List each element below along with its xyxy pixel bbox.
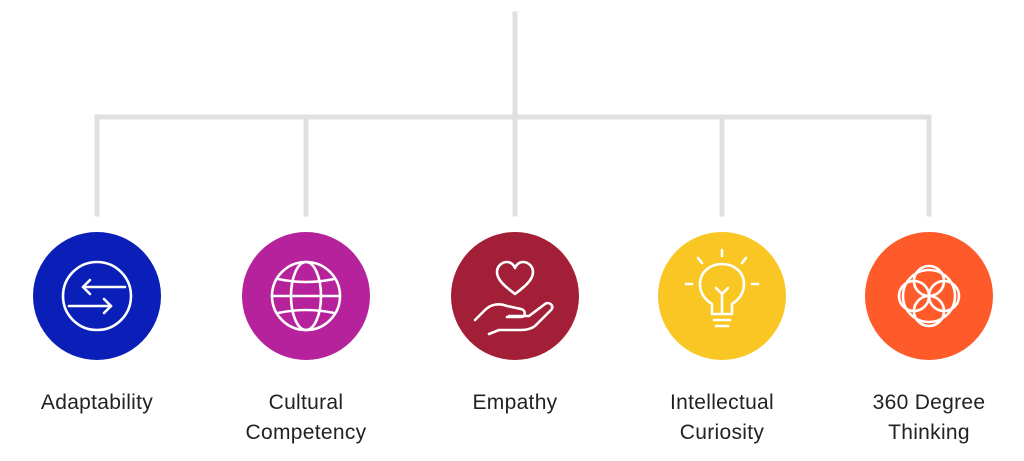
globe-icon: [242, 232, 370, 360]
node-cultural-competency: [242, 232, 370, 360]
arrows-exchange-icon: [33, 232, 161, 360]
label-cultural-competency: Cultural Competency: [245, 391, 367, 444]
label-adaptability: Adaptability: [40, 391, 154, 414]
node-360-degree-thinking: [865, 232, 993, 360]
label-360-degree-thinking: 360 Degree Thinking: [872, 391, 986, 444]
node-adaptability: [33, 232, 161, 360]
label-intellectual-curiosity: Intellectual Curiosity: [670, 391, 774, 444]
node-empathy: [451, 232, 579, 360]
label-empathy: Empathy: [472, 391, 558, 414]
node-intellectual-curiosity: [658, 232, 786, 360]
overlapping-circles-icon: [865, 232, 993, 360]
heart-in-hand-icon: [451, 232, 579, 360]
lightbulb-icon: [658, 232, 786, 360]
